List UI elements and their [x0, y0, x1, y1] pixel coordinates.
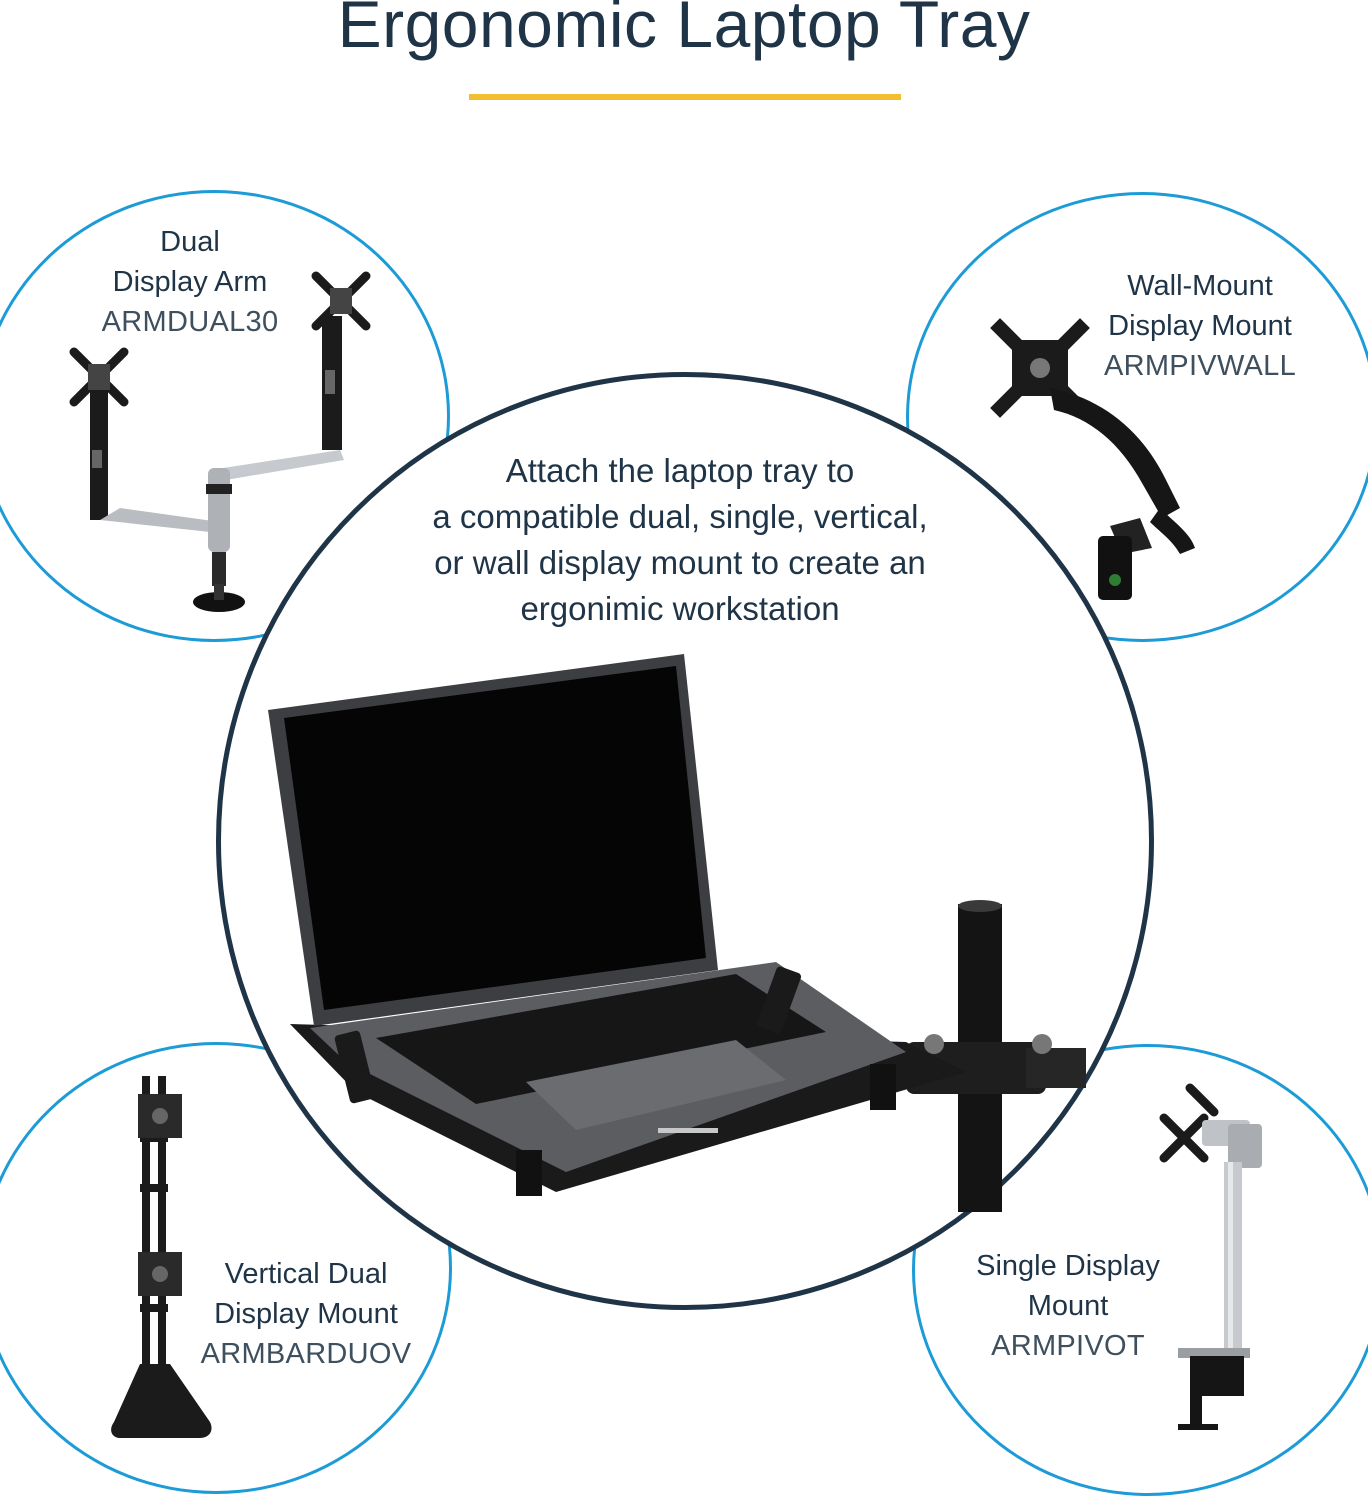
center-line-2: a compatible dual, single, vertical, — [432, 498, 928, 535]
center-line-4: ergonimic workstation — [520, 590, 840, 627]
center-line-3: or wall display mount to create an — [434, 544, 926, 581]
product-name-line2: Display Mount — [214, 1298, 398, 1330]
product-name-line1: Dual — [160, 226, 220, 258]
product-name-line2: Display Mount — [1108, 310, 1292, 342]
product-name-line1: Wall-Mount — [1127, 270, 1273, 302]
wall-mount-arm-image — [990, 318, 1195, 600]
page-title: Ergonomic Laptop Tray — [337, 0, 1031, 61]
product-label-dual-arm: Dual Display Arm ARMDUAL30 — [80, 222, 300, 342]
dual-display-arm-image — [69, 271, 371, 612]
title-accent-bar — [469, 94, 901, 100]
product-sku: ARMDUAL30 — [101, 306, 279, 338]
product-sku: ARMPIVWALL — [1103, 350, 1297, 382]
product-name-line1: Vertical Dual — [224, 1258, 388, 1290]
center-description: Attach the laptop tray to a compatible d… — [370, 448, 990, 632]
product-label-vertical-dual: Vertical Dual Display Mount ARMBARDUOV — [196, 1254, 416, 1374]
product-name-line1: Single Display — [976, 1250, 1160, 1282]
product-sku: ARMBARDUOV — [200, 1338, 412, 1370]
center-line-1: Attach the laptop tray to — [505, 452, 855, 489]
product-label-single: Single Display Mount ARMPIVOT — [958, 1246, 1178, 1366]
vertical-dual-mount-image — [111, 1076, 212, 1438]
product-name-line2: Display Arm — [112, 266, 268, 298]
product-label-wall-mount: Wall-Mount Display Mount ARMPIVWALL — [1080, 266, 1320, 386]
product-sku: ARMPIVOT — [991, 1330, 1145, 1362]
laptop-on-tray-image — [268, 654, 1086, 1212]
product-name-line2: Mount — [1027, 1290, 1109, 1322]
single-display-mount-image — [1159, 1083, 1262, 1430]
